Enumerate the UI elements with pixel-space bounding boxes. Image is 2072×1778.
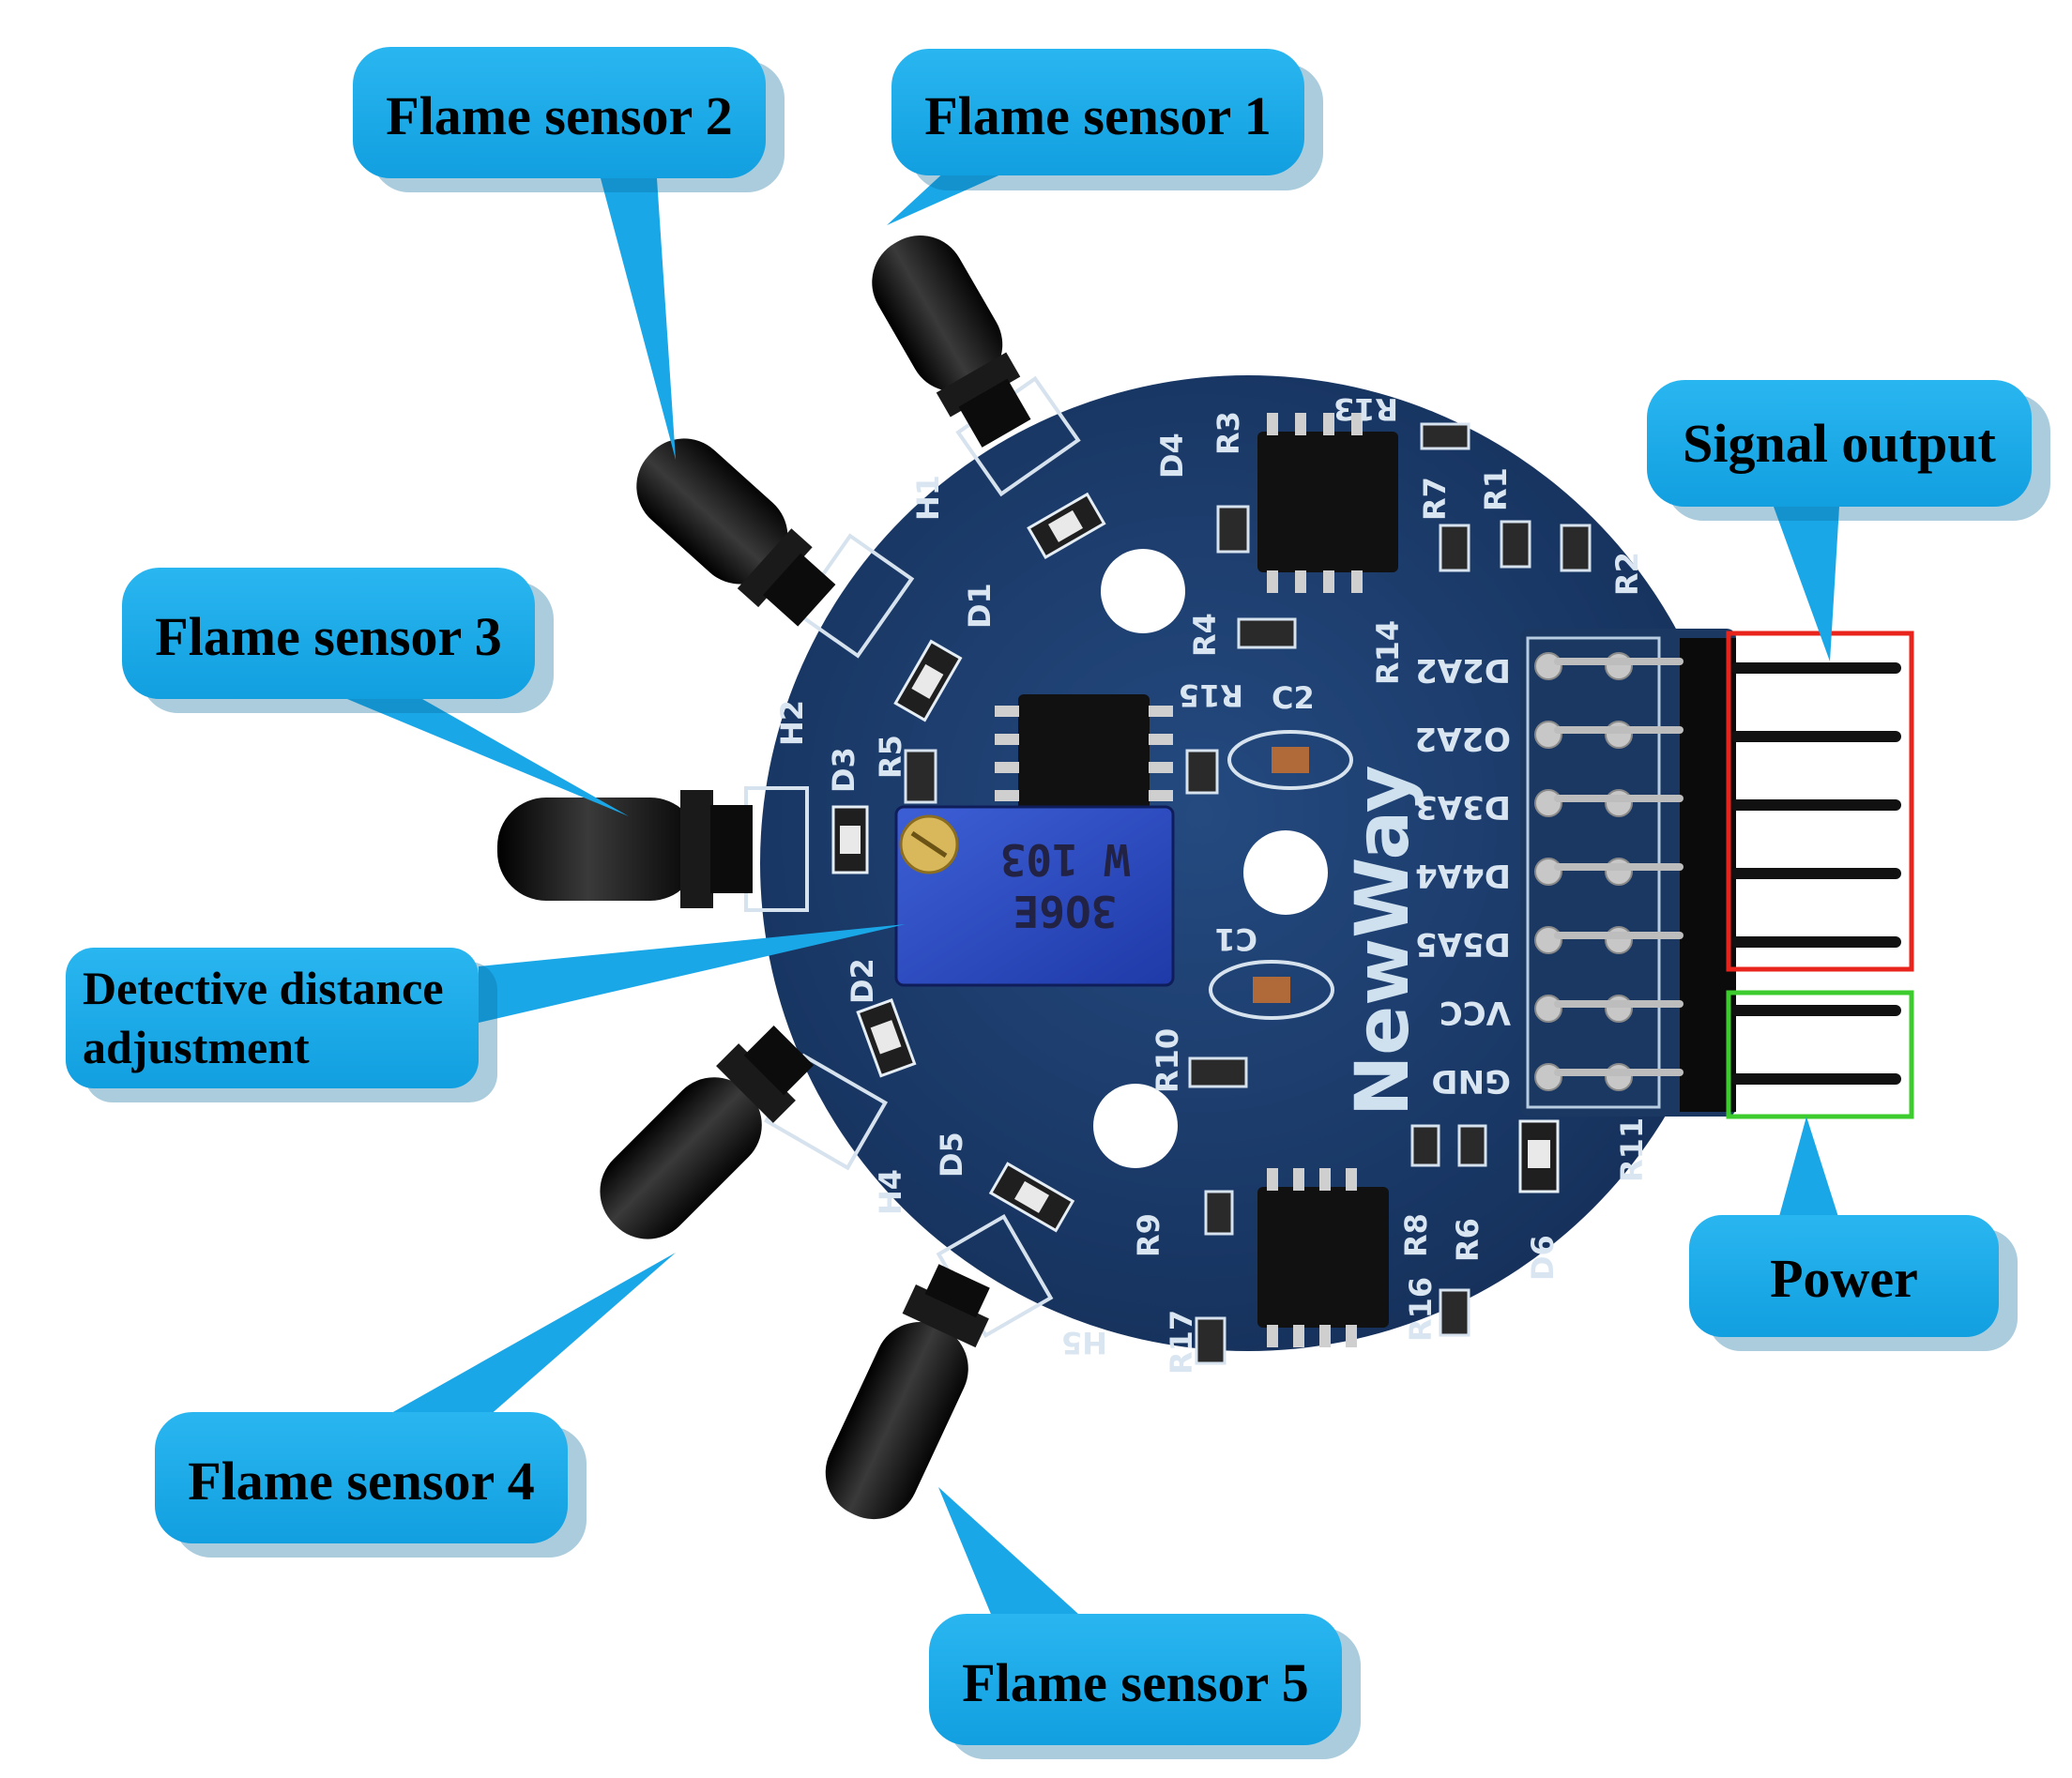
pin-label-2: O2A2 — [1414, 720, 1511, 757]
ref-r14: R14 — [1370, 620, 1406, 685]
flame-sensor-4-body — [600, 1025, 815, 1239]
callout-flame-sensor-3: Flame sensor 3 — [122, 568, 629, 816]
callout-flame-sensor-4: Flame sensor 4 — [155, 1253, 676, 1558]
ref-h4: H4 — [873, 1169, 908, 1215]
flame-sensors — [497, 235, 1031, 1520]
power-highlight — [1726, 990, 1914, 1119]
pcb-board: 3O6E W 103 H1 H2 H4 H5 D4 D1 D3 D2 D5 D6… — [744, 375, 1901, 1375]
ic-u2 — [995, 694, 1173, 816]
callout-detective-distance: Detective distance adjustment — [66, 924, 906, 1102]
label-power: Power — [1770, 1248, 1918, 1309]
led-components — [831, 492, 1560, 1233]
ref-r10: R10 — [1150, 1028, 1185, 1093]
label-flame-sensor-4: Flame sensor 4 — [188, 1451, 534, 1512]
label-distance-line1: Detective distance — [83, 962, 444, 1014]
ref-r4: R4 — [1187, 613, 1223, 657]
silkscreen-labels: H1 H2 H4 H5 D4 D1 D3 D2 D5 D6 R3 R13 R7 … — [774, 391, 1650, 1375]
callout-flame-sensor-2: Flame sensor 2 — [353, 47, 785, 460]
label-flame-sensor-5: Flame sensor 5 — [962, 1652, 1308, 1713]
header-silkscreen — [1526, 636, 1661, 1109]
ref-d2: D2 — [845, 958, 880, 1004]
ref-r15: R15 — [1179, 677, 1243, 713]
pin-label-3: D3A3 — [1415, 788, 1511, 826]
ic-u3 — [1257, 1168, 1389, 1347]
ref-d3: D3 — [826, 747, 861, 793]
ref-d1: D1 — [962, 583, 998, 629]
label-flame-sensor-3: Flame sensor 3 — [155, 606, 501, 667]
label-flame-sensor-1: Flame sensor 1 — [924, 85, 1271, 146]
flame-sensor-5-body — [825, 1264, 990, 1520]
label-flame-sensor-2: Flame sensor 2 — [386, 85, 732, 146]
pin-labels: D2A2 O2A2 D3A3 D4A4 D5A5 VCC GND — [1414, 651, 1511, 1100]
callout-flame-sensor-1: Flame sensor 1 — [887, 49, 1323, 225]
ic-u1 — [1257, 413, 1398, 593]
ref-r7: R7 — [1417, 477, 1453, 521]
pin-label-1: D2A2 — [1415, 651, 1511, 689]
ref-r1: R1 — [1478, 467, 1514, 511]
flame-sensor-2-body — [636, 438, 836, 627]
ref-r3: R3 — [1211, 411, 1246, 455]
smd-components — [904, 422, 1592, 1365]
ref-r2: R2 — [1609, 552, 1645, 596]
ref-d5: D5 — [934, 1132, 969, 1178]
ref-r11: R11 — [1614, 1117, 1650, 1182]
ref-r5: R5 — [873, 735, 908, 779]
pin-label-4: D4A4 — [1415, 857, 1511, 894]
ref-r13: R13 — [1333, 391, 1398, 427]
pin-label-5: D5A5 — [1415, 925, 1511, 963]
ref-h1: H1 — [910, 475, 946, 521]
ref-r17: R17 — [1164, 1310, 1199, 1375]
label-signal-output: Signal output — [1683, 413, 1996, 474]
pot-marking-2: W 103 — [1000, 834, 1130, 885]
ref-h2: H2 — [774, 700, 810, 746]
label-distance-line2: adjustment — [83, 1021, 310, 1073]
flame-sensor-1-body — [872, 235, 1031, 448]
mounting-hole — [1093, 1084, 1178, 1168]
flame-sensor-3-body — [497, 790, 753, 908]
callout-flame-sensor-5: Flame sensor 5 — [929, 1487, 1361, 1759]
ref-r16: R16 — [1403, 1277, 1439, 1342]
ref-d4: D4 — [1154, 433, 1190, 479]
mounting-hole — [1243, 830, 1328, 915]
ref-r6: R6 — [1450, 1218, 1485, 1262]
ref-d6: D6 — [1525, 1235, 1561, 1281]
capacitor-c1 — [1209, 960, 1334, 1020]
pot-marking-1: 3O6E — [1013, 886, 1118, 936]
board-logo: NewWay — [1341, 765, 1425, 1117]
ref-h5: H5 — [1061, 1325, 1107, 1360]
pin-label-6: VCC — [1440, 994, 1511, 1031]
capacitor-c2 — [1227, 730, 1353, 790]
mounting-hole — [1101, 549, 1185, 633]
pin-label-7: GND — [1431, 1062, 1511, 1100]
callout-signal-output: Signal output — [1647, 380, 2050, 661]
potentiometer: 3O6E W 103 — [894, 805, 1175, 987]
ref-r9: R9 — [1131, 1213, 1166, 1257]
ref-c2: C2 — [1272, 680, 1315, 716]
ref-c1: C1 — [1214, 921, 1257, 957]
callout-power: Power — [1689, 1117, 2018, 1351]
ref-r8: R8 — [1398, 1213, 1434, 1257]
